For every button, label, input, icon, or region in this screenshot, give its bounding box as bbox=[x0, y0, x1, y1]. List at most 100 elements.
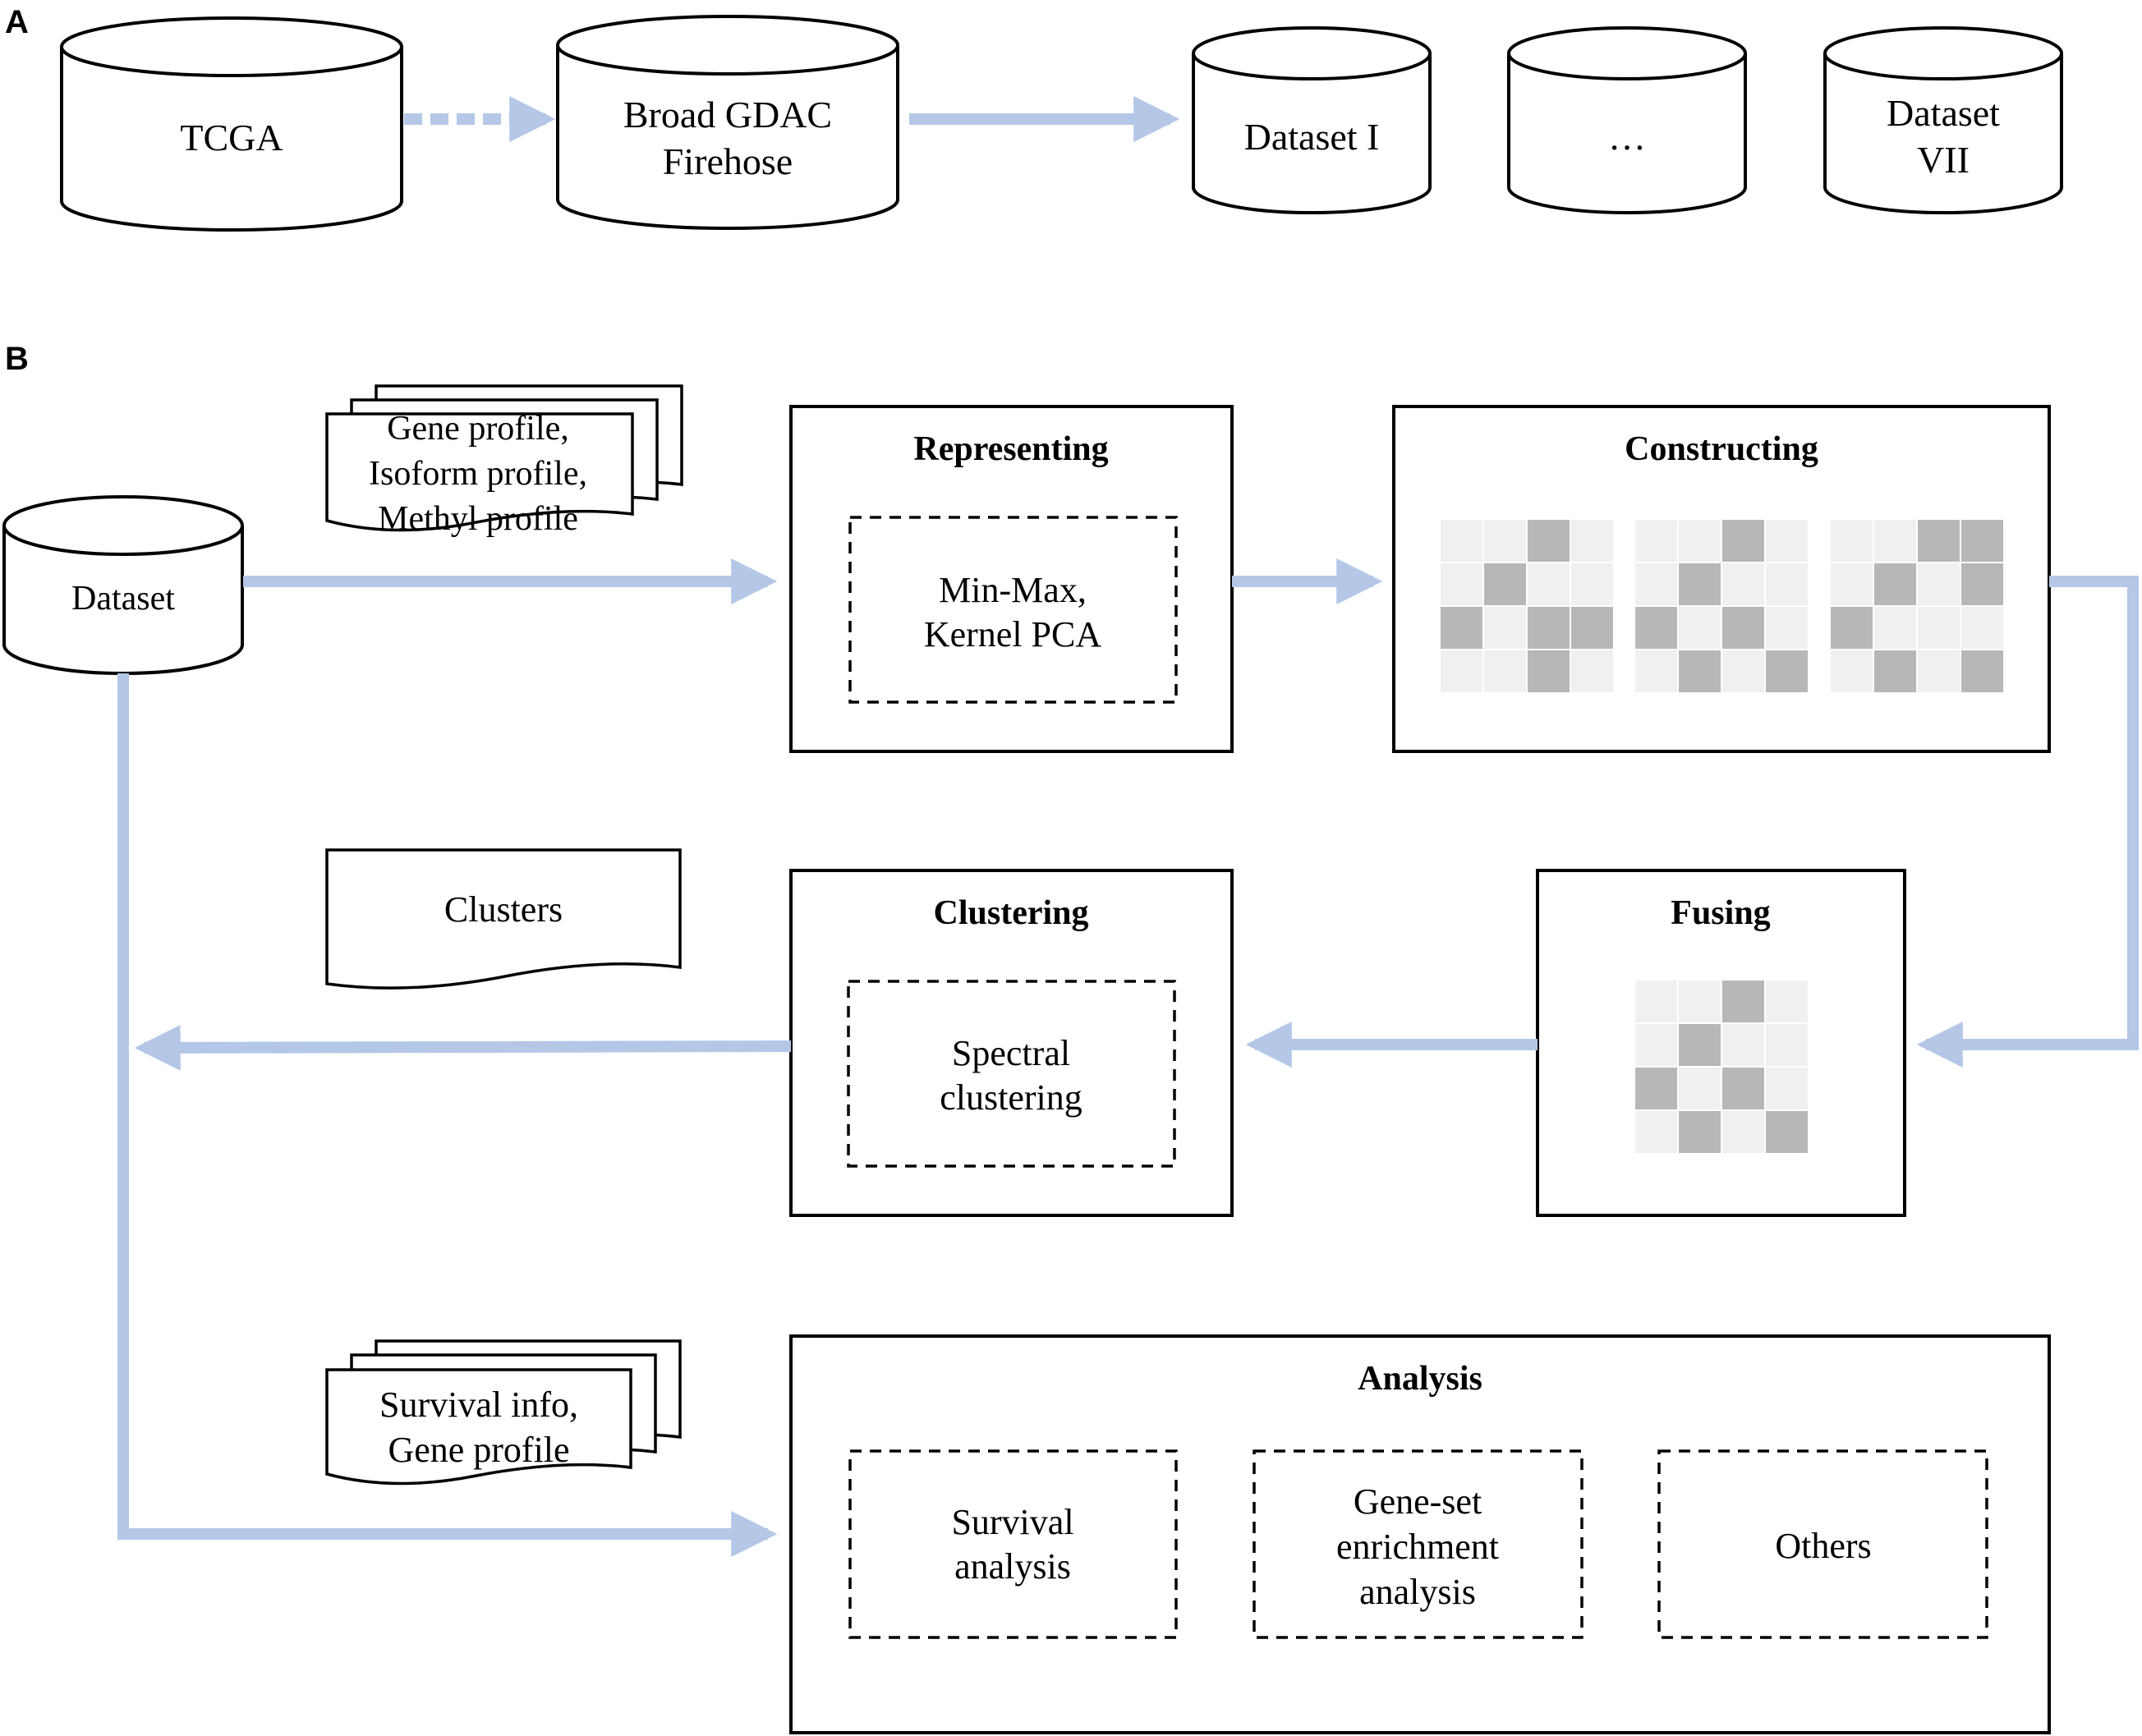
matrix-cell bbox=[1764, 562, 1809, 607]
matrix-cell bbox=[1960, 562, 2005, 607]
clusters-document: Clusters bbox=[325, 848, 682, 990]
matrix-cell bbox=[1677, 562, 1722, 607]
matrix-cell bbox=[1570, 562, 1615, 607]
matrix-cell bbox=[1764, 1109, 1809, 1155]
matrix-cell bbox=[1526, 649, 1571, 694]
survival-analysis-line-1: Survival bbox=[951, 1502, 1073, 1542]
matrix-cell bbox=[1482, 605, 1528, 650]
matrix-cell bbox=[1721, 605, 1766, 650]
matrix-cell bbox=[1960, 518, 2005, 563]
fused-matrix bbox=[1634, 979, 1809, 1155]
clusters-label: Clusters bbox=[444, 889, 563, 930]
matrix-cell bbox=[1526, 605, 1571, 650]
similarity-matrix-2 bbox=[1634, 518, 1809, 694]
ellipsis-database: … bbox=[1507, 26, 1747, 214]
analysis-title: Analysis bbox=[1358, 1360, 1482, 1398]
matrix-cell bbox=[1482, 518, 1528, 563]
matrix-cell bbox=[1482, 649, 1528, 694]
clustering-box: Clustering Spectral clustering bbox=[789, 869, 1234, 1217]
matrix-cell bbox=[1634, 605, 1679, 650]
fusing-box: Fusing bbox=[1536, 869, 1906, 1217]
analysis-item-1-box bbox=[848, 1449, 1178, 1639]
gene-set-line-3: analysis bbox=[1359, 1572, 1476, 1612]
matrix-cell bbox=[1570, 605, 1615, 650]
analysis-item-3-box bbox=[1657, 1449, 1988, 1639]
matrix-cell bbox=[1829, 649, 1874, 694]
matrix-cell bbox=[1677, 1022, 1722, 1068]
fusing-title: Fusing bbox=[1671, 894, 1770, 932]
matrix-cell bbox=[1439, 562, 1484, 607]
matrix-cell bbox=[1916, 605, 1961, 650]
matrix-cell bbox=[1764, 979, 1809, 1024]
matrix-cell bbox=[1721, 1109, 1766, 1155]
matrix-cell bbox=[1526, 562, 1571, 607]
ellipsis-label: … bbox=[1608, 116, 1646, 158]
matrix-cell bbox=[1439, 518, 1484, 563]
matrix-cell bbox=[1634, 979, 1679, 1024]
matrix-cell bbox=[1764, 518, 1809, 563]
matrix-cell bbox=[1721, 1022, 1766, 1068]
matrix-cell bbox=[1634, 1022, 1679, 1068]
profiles-document-stack: Gene profile, Isoform profile, Methyl pr… bbox=[325, 384, 683, 538]
matrix-cell bbox=[1829, 562, 1874, 607]
matrix-cell bbox=[1873, 649, 1918, 694]
survival-document-stack: Survival info, Gene profile bbox=[325, 1339, 682, 1486]
representing-method-line-1: Min-Max, bbox=[939, 570, 1087, 610]
matrix-cell bbox=[1721, 518, 1766, 563]
matrix-cell bbox=[1482, 562, 1528, 607]
profiles-line-2: Isoform profile, bbox=[369, 455, 587, 493]
matrix-cell bbox=[1526, 518, 1571, 563]
matrix-cell bbox=[1721, 649, 1766, 694]
matrix-cell bbox=[1829, 605, 1874, 650]
clustering-title: Clustering bbox=[934, 894, 1089, 932]
matrix-cell bbox=[1873, 605, 1918, 650]
matrix-cell bbox=[1677, 1066, 1722, 1111]
matrix-cell bbox=[1439, 649, 1484, 694]
clustering-method-box bbox=[847, 980, 1176, 1168]
matrix-cell bbox=[1721, 1066, 1766, 1111]
gene-set-line-2: enrichment bbox=[1336, 1527, 1499, 1567]
matrix-cell bbox=[1634, 1066, 1679, 1111]
dataset-label: Dataset bbox=[71, 580, 175, 618]
profiles-line-1: Gene profile, bbox=[387, 410, 569, 448]
matrix-cell bbox=[1916, 562, 1961, 607]
matrix-cell bbox=[1829, 518, 1874, 563]
arrow-dataset-to-analysis bbox=[117, 673, 778, 1557]
tcga-label: TCGA bbox=[180, 117, 283, 158]
matrix-cell bbox=[1764, 1066, 1809, 1111]
similarity-matrix-1 bbox=[1439, 518, 1615, 694]
matrix-cell bbox=[1721, 562, 1766, 607]
matrix-cell bbox=[1677, 1109, 1722, 1155]
constructing-box: Constructing bbox=[1392, 405, 2051, 753]
similarity-matrix-3 bbox=[1829, 518, 2005, 694]
matrix-cell bbox=[1960, 649, 2005, 694]
matrix-cell bbox=[1960, 605, 2005, 650]
clustering-method-line-2: clustering bbox=[940, 1077, 1082, 1118]
matrix-cell bbox=[1873, 518, 1918, 563]
others-label: Others bbox=[1775, 1526, 1871, 1566]
matrix-cell bbox=[1677, 979, 1722, 1024]
dataset-database: Dataset bbox=[2, 495, 244, 675]
dataset-7-label-line-2: VII bbox=[1917, 139, 1970, 181]
dataset-7-database: Dataset VII bbox=[1823, 26, 2063, 214]
broad-gdac-label-line-2: Firehose bbox=[663, 140, 793, 182]
tcga-database: TCGA bbox=[60, 16, 403, 232]
representing-method-box bbox=[848, 516, 1178, 704]
profiles-line-3: Methyl profile bbox=[378, 500, 578, 538]
constructing-title: Constructing bbox=[1625, 430, 1818, 468]
arrow-clustering-to-left bbox=[134, 1024, 792, 1071]
clustering-method-line-1: Spectral bbox=[952, 1033, 1070, 1073]
matrix-cell bbox=[1916, 518, 1961, 563]
matrix-cell bbox=[1677, 649, 1722, 694]
dataset-1-database: Dataset I bbox=[1192, 26, 1432, 214]
matrix-cell bbox=[1764, 1022, 1809, 1068]
survival-doc-line-2: Gene profile bbox=[388, 1430, 569, 1470]
gene-set-line-1: Gene-set bbox=[1354, 1481, 1482, 1522]
broad-gdac-label-line-1: Broad GDAC bbox=[623, 94, 832, 135]
matrix-cell bbox=[1764, 605, 1809, 650]
dataset-7-label-line-1: Dataset bbox=[1887, 92, 2000, 134]
panel-label-a: A bbox=[5, 4, 29, 40]
analysis-box: Analysis Survival analysis Gene-set enri… bbox=[789, 1334, 2051, 1734]
matrix-cell bbox=[1677, 605, 1722, 650]
